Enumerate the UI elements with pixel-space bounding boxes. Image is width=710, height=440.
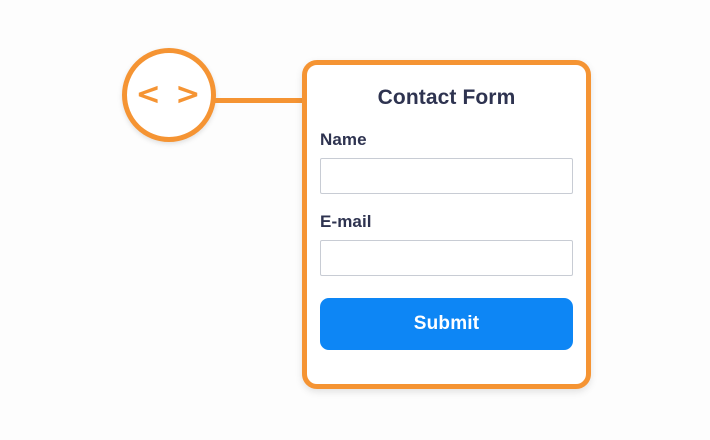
- code-node[interactable]: < >: [122, 48, 216, 142]
- email-label: E-mail: [320, 212, 372, 231]
- field-group-name: Name: [320, 130, 573, 194]
- email-input[interactable]: [320, 240, 573, 276]
- submit-button[interactable]: Submit: [320, 298, 573, 350]
- name-label: Name: [320, 130, 367, 149]
- name-input[interactable]: [320, 158, 573, 194]
- page-title: Contact Form: [377, 86, 516, 109]
- code-brackets-icon: < >: [135, 77, 203, 112]
- contact-form-card: Contact Form Name E-mail Submit: [302, 60, 591, 389]
- field-group-email: E-mail: [320, 212, 573, 276]
- connector-line: [214, 98, 306, 103]
